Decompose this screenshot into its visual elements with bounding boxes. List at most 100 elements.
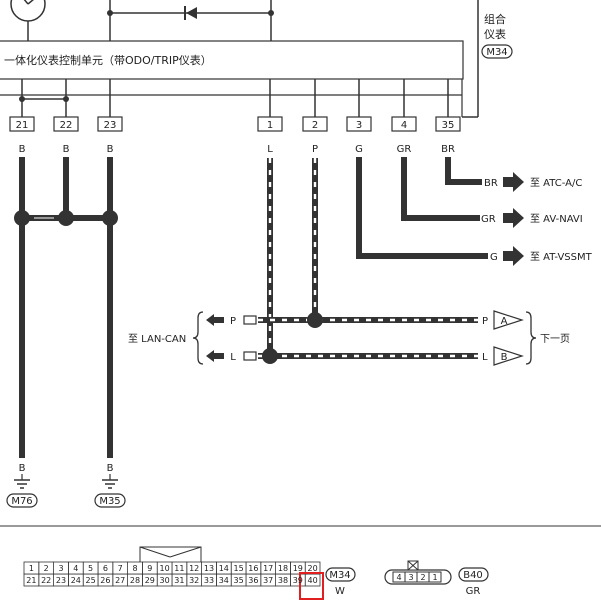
m34-pin-label: 35 bbox=[234, 576, 244, 585]
m34-pin-label: 23 bbox=[56, 576, 66, 585]
ground-m76: B M76 bbox=[6, 463, 38, 508]
unit-side-label-1: 组合 bbox=[484, 12, 506, 26]
m34-pin-label: 17 bbox=[263, 564, 273, 573]
pin-color: L bbox=[267, 144, 273, 155]
offpage-arrow-b bbox=[493, 346, 524, 366]
m34-pin-label: 2 bbox=[44, 564, 49, 573]
b40-pin: 4 bbox=[396, 573, 401, 582]
dest-color: G bbox=[490, 252, 498, 263]
splice-node bbox=[14, 210, 30, 226]
m34-pin-label: 26 bbox=[100, 576, 110, 585]
arrow-right-icon bbox=[503, 246, 524, 266]
splice-node bbox=[307, 312, 323, 328]
m34-pin-label: 36 bbox=[248, 576, 258, 585]
dest-label: 至 ATC-A/C bbox=[530, 177, 582, 189]
control-unit-box bbox=[0, 40, 464, 80]
m34-pin-label: 7 bbox=[118, 564, 123, 573]
arrow-right-icon bbox=[503, 172, 524, 192]
ground-color: B bbox=[107, 463, 114, 474]
dest-color: GR bbox=[481, 214, 496, 225]
can-p-left: P bbox=[230, 316, 236, 327]
b40-name: B40 bbox=[463, 570, 483, 581]
tag-a: A bbox=[501, 316, 508, 327]
m34-pin-label: 32 bbox=[189, 576, 199, 585]
pin-color: B bbox=[19, 144, 26, 155]
connector-b40-face: 4 3 2 1 bbox=[384, 560, 452, 585]
splice-node bbox=[58, 210, 74, 226]
pin-color: B bbox=[107, 144, 114, 155]
m34-pin-label: 37 bbox=[263, 576, 273, 585]
highlight-box bbox=[299, 572, 324, 600]
b40-pin: 3 bbox=[408, 573, 413, 582]
m34-name: M34 bbox=[329, 570, 350, 581]
pin-4: 4 GR bbox=[391, 116, 417, 155]
arrow-left-icon bbox=[206, 350, 214, 362]
m34-pin-label: 8 bbox=[132, 564, 137, 573]
m34-pin-label: 27 bbox=[115, 576, 125, 585]
splice-node bbox=[262, 348, 278, 364]
control-unit-name: 一体化仪表控制单元（带ODO/TRIP仪表） bbox=[4, 53, 212, 67]
m34-pin-label: 34 bbox=[219, 576, 229, 585]
m34-pin-label: 38 bbox=[278, 576, 288, 585]
tag-b: B bbox=[501, 352, 508, 363]
m34-pin-label: 6 bbox=[103, 564, 108, 573]
unit-connector-label: M34 bbox=[486, 47, 507, 58]
top-circuit bbox=[10, 0, 479, 118]
pin-2: 2 P bbox=[302, 116, 328, 155]
outgoing-wires: BR 至 ATC-A/C GR 至 AV-NAVI G 至 AT-VSSMT bbox=[356, 157, 593, 266]
m34-cavity bbox=[23, 561, 40, 575]
pin-color: BR bbox=[441, 144, 455, 155]
can-p-right: P bbox=[482, 316, 488, 327]
b40-pin: 2 bbox=[420, 573, 425, 582]
m34-pin-label: 39 bbox=[293, 576, 303, 585]
ground-wires bbox=[14, 157, 118, 458]
pin-number: 23 bbox=[104, 120, 117, 131]
m34-pin-label: 22 bbox=[41, 576, 51, 585]
m34-pin-label: 14 bbox=[219, 564, 229, 573]
pin-row: 21 B 22 B 23 B 1 L 2 P 3 G bbox=[9, 116, 461, 155]
m34-pin-label: 4 bbox=[73, 564, 78, 573]
m34-pin-label: 18 bbox=[278, 564, 288, 573]
arrow-left-icon bbox=[206, 314, 214, 326]
dest-color: BR bbox=[484, 178, 498, 189]
m34-pin-label: 3 bbox=[58, 564, 63, 573]
m34-pin-label: 29 bbox=[145, 576, 155, 585]
pin-number: 22 bbox=[60, 120, 73, 131]
pin-number: 1 bbox=[267, 120, 273, 131]
can-bus: P L 至 LAN-CAN P A L B 下一页 bbox=[128, 158, 570, 366]
m34-pin-label: 16 bbox=[248, 564, 258, 573]
arrow-right-icon bbox=[503, 208, 524, 228]
splice-node bbox=[102, 210, 118, 226]
pin-number: 35 bbox=[442, 120, 455, 131]
pin-35: 35 BR bbox=[435, 116, 461, 155]
m34-pin-label: 40 bbox=[308, 576, 318, 585]
pin-23: 23 B bbox=[97, 116, 123, 155]
offpage-arrow-a bbox=[493, 310, 524, 330]
diode-icon bbox=[186, 7, 197, 19]
pin-22: 22 B bbox=[53, 116, 79, 155]
pin-1: 1 L bbox=[257, 116, 283, 155]
m34-color: W bbox=[335, 586, 345, 597]
ground-color: B bbox=[19, 463, 26, 474]
dest-label: 至 AT-VSSMT bbox=[530, 251, 593, 263]
pin-number: 3 bbox=[356, 120, 362, 131]
ground-connector: M76 bbox=[11, 496, 32, 507]
pin-color: B bbox=[63, 144, 70, 155]
m34-pin-label: 21 bbox=[26, 576, 36, 585]
pin-3: 3 G bbox=[346, 116, 372, 155]
can-l-left: L bbox=[230, 352, 236, 363]
m34-pin-label: 9 bbox=[147, 564, 152, 573]
m34-pin-label: 1 bbox=[29, 564, 34, 573]
b40-color: GR bbox=[466, 586, 481, 597]
m34-pin-label: 28 bbox=[130, 576, 140, 585]
pin-number: 21 bbox=[16, 120, 29, 131]
m34-pin-label: 13 bbox=[204, 564, 214, 573]
m34-pin-label: 11 bbox=[174, 564, 184, 573]
ground-connector: M35 bbox=[99, 496, 120, 507]
can-left-label: 至 LAN-CAN bbox=[128, 333, 186, 345]
pin-color: GR bbox=[397, 144, 412, 155]
m34-pin-label: 24 bbox=[71, 576, 81, 585]
m34-pin-label: 19 bbox=[293, 564, 303, 573]
m34-pin-label: 25 bbox=[86, 576, 96, 585]
